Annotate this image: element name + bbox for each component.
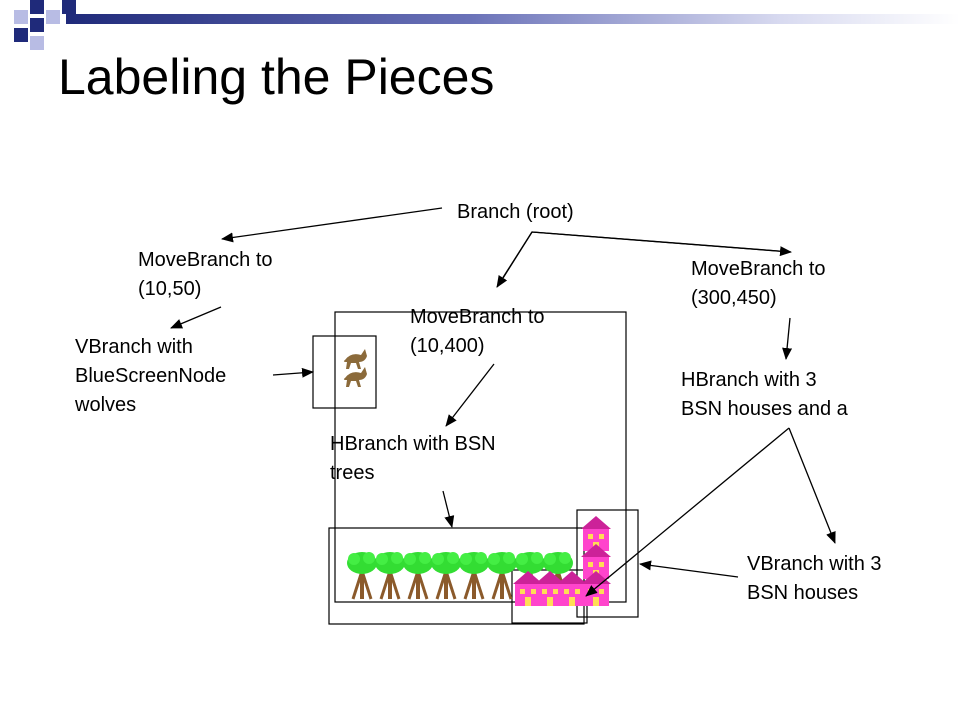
deco-square (30, 18, 44, 32)
label-hbranch-houses: HBranch with 3 BSN houses and a (681, 369, 848, 420)
house-icon (557, 571, 587, 606)
arrow-left-to-vbranch (170, 306, 222, 329)
deco-square (14, 28, 28, 42)
main-frame-box (334, 311, 627, 603)
tree-icon (373, 550, 407, 601)
arrow-vbranch-houses-to-box (639, 560, 739, 578)
deco-square (30, 0, 44, 14)
houses-vertical-box (576, 509, 639, 618)
arrow-root-to-right (531, 231, 792, 257)
arrow-root-to-mid (496, 231, 533, 288)
arrow-vbranch-to-wolves (272, 367, 314, 378)
wolf-icon (343, 367, 367, 387)
deco-square (30, 36, 44, 50)
tree-icon (401, 550, 435, 601)
label-movebranch-left: MoveBranch to (10,50) (138, 249, 273, 300)
tree-icon (457, 550, 491, 601)
arrow-hbranch-to-houses (585, 427, 790, 597)
arrow-hbranch-to-vbranch (788, 427, 836, 544)
tree-icon (429, 550, 463, 601)
wolf-icon (343, 349, 367, 369)
deco-square (46, 10, 60, 24)
deco-square (62, 0, 76, 14)
arrow-root-to-left (221, 207, 443, 243)
label-vbranch-wolves: VBranch with BlueScreenNode wolves (75, 336, 227, 416)
deco-square (14, 10, 28, 24)
slide-title: Labeling the Pieces (58, 49, 495, 105)
arrow-right-to-hbranch (782, 317, 793, 360)
label-hbranch-trees: HBranch with BSN trees (330, 433, 496, 484)
label-movebranch-right: MoveBranch to (300,450) (691, 258, 826, 309)
tree-icon (345, 550, 379, 601)
label-branch-root: Branch (root) (457, 201, 574, 223)
label-movebranch-mid: MoveBranch to (10,400) (410, 306, 545, 357)
arrow-trees-label-to-box (442, 490, 455, 528)
wolves-box (312, 335, 377, 409)
label-vbranch-houses: VBranch with 3 BSN houses (747, 553, 882, 604)
arrow-mid-to-hbranch (445, 363, 495, 427)
header-gradient-bar (66, 14, 960, 24)
